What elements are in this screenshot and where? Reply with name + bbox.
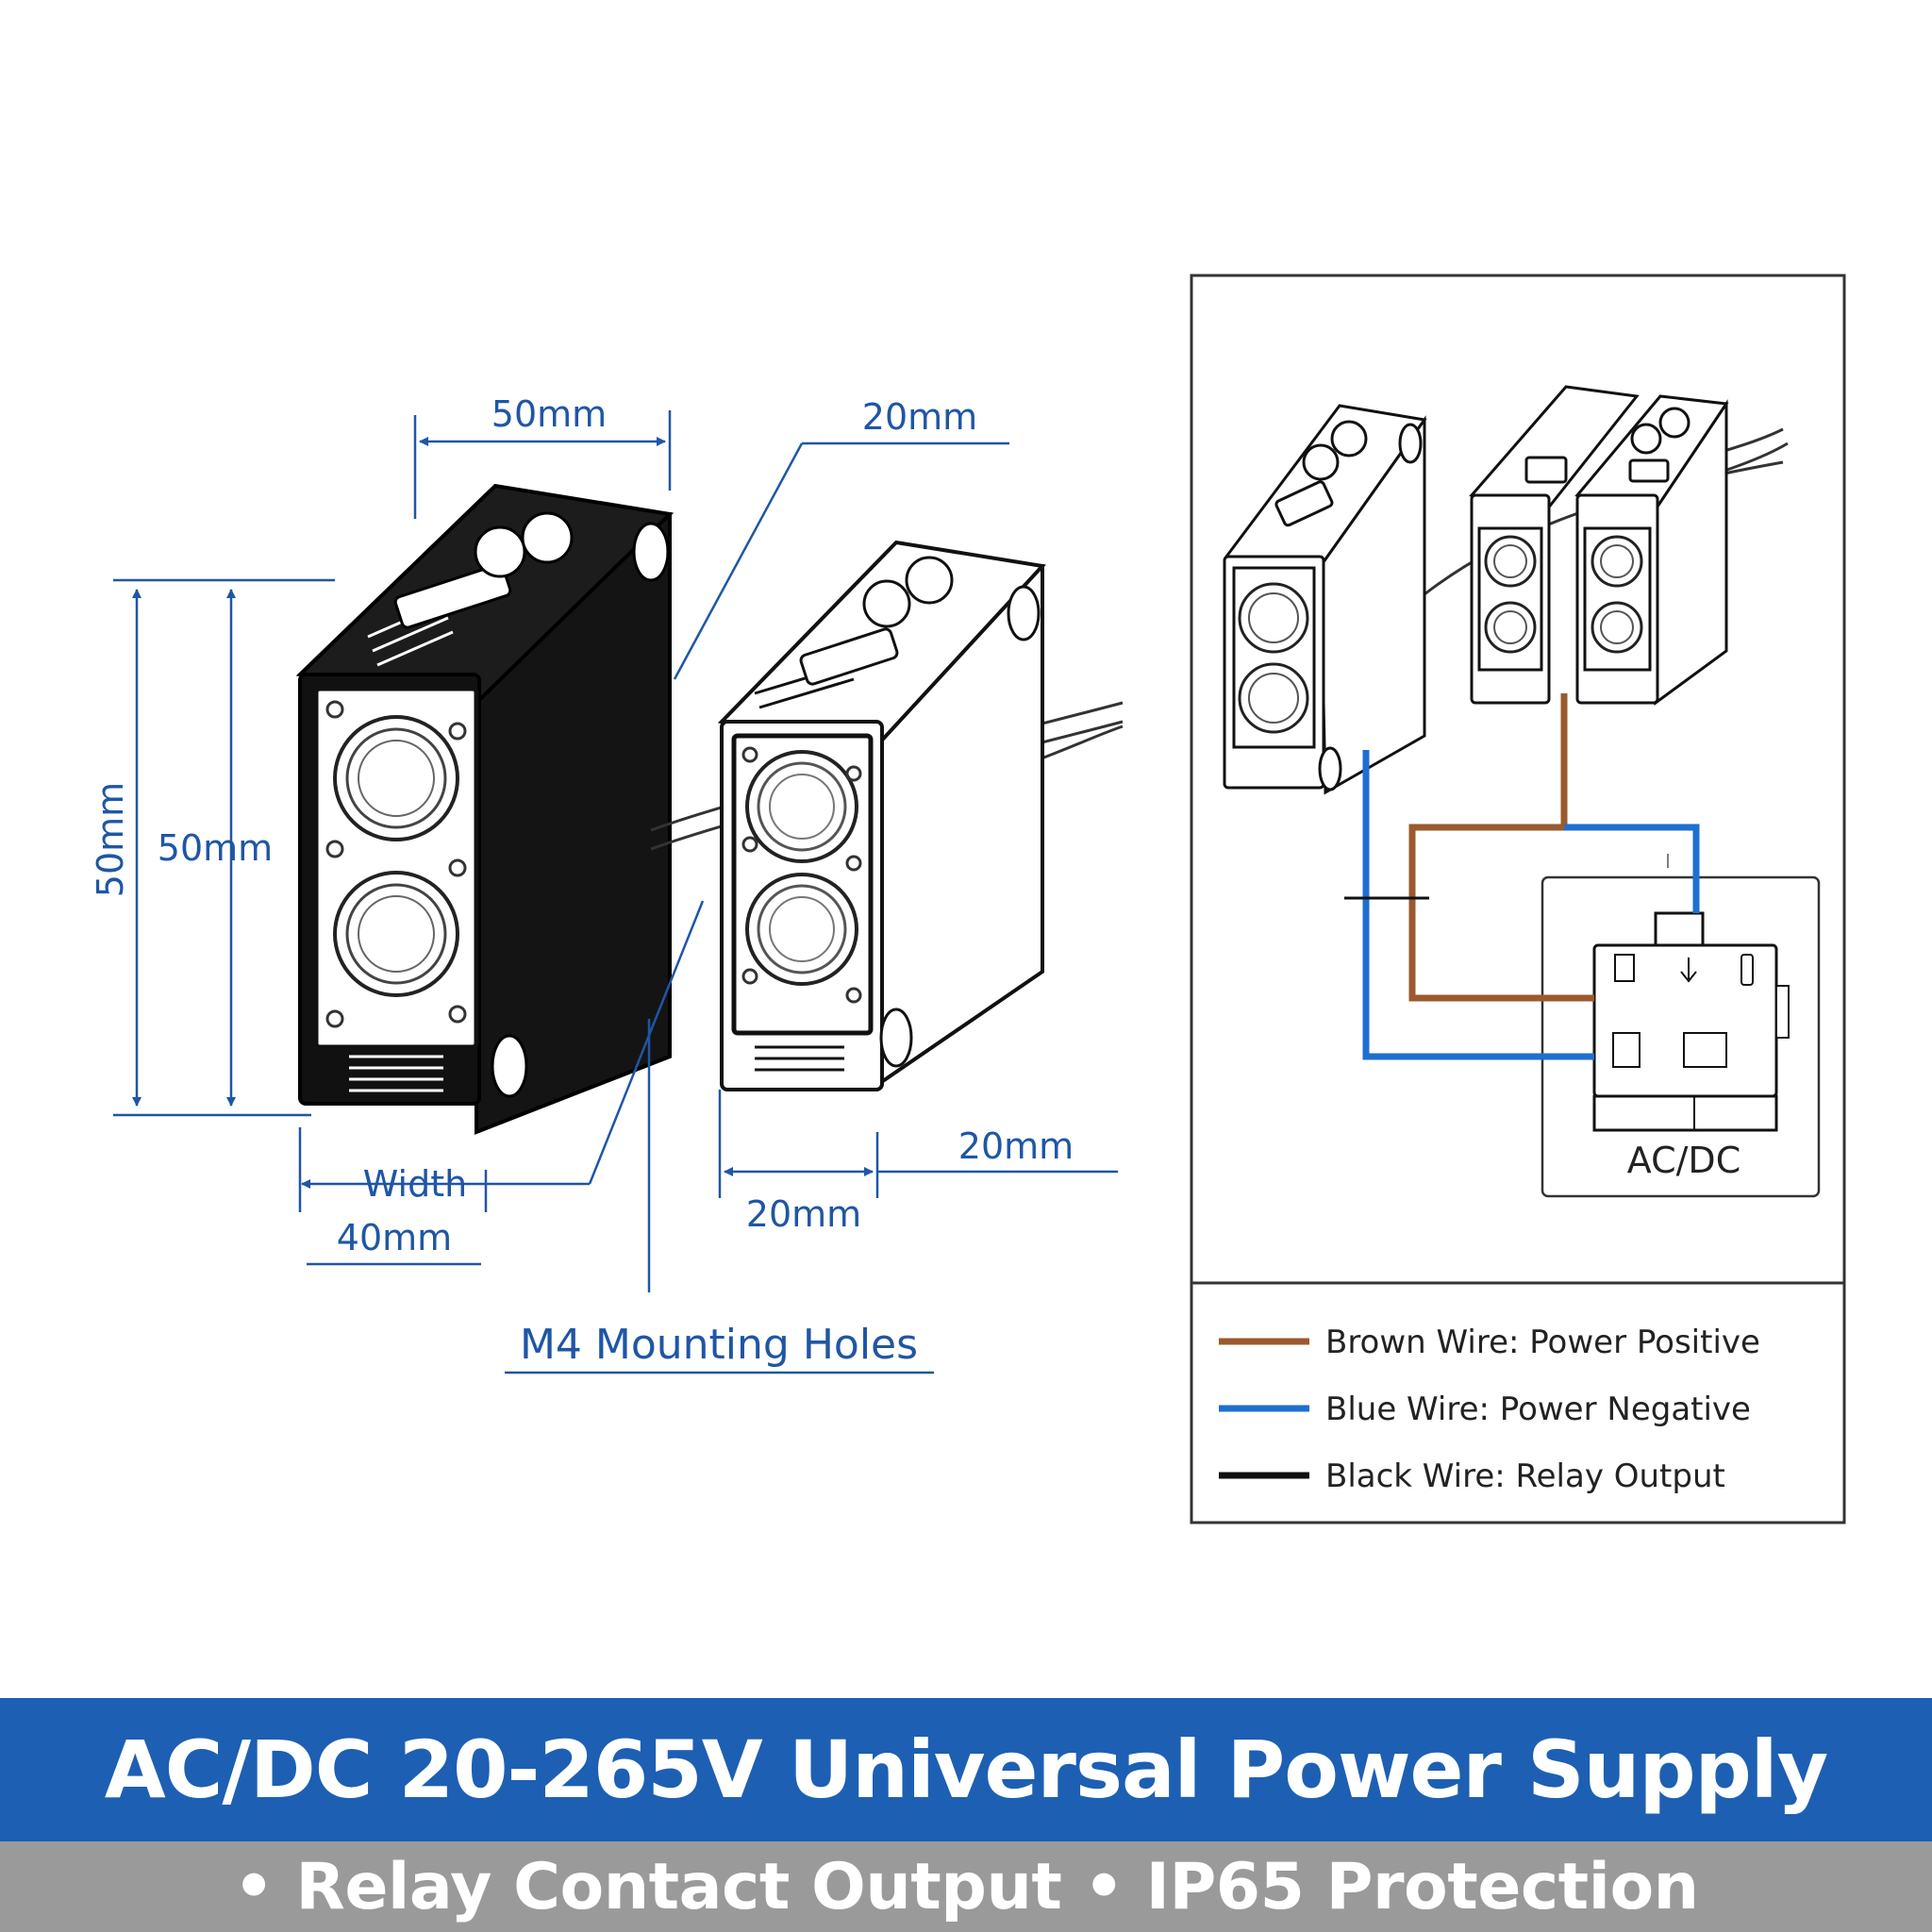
white-sensor: [650, 540, 1124, 1091]
wiring-sensor-2: [1469, 385, 1640, 705]
dim-depth-right: 20mm: [958, 1125, 1074, 1167]
dim-width-word: Width: [363, 1163, 467, 1205]
power-box-label: AC/DC: [1627, 1140, 1740, 1181]
legend-label: Blue Wire: Power Negative: [1325, 1391, 1751, 1428]
dim-depth-top: 20mm: [862, 396, 977, 438]
power-module: [1592, 854, 1790, 1132]
legend-label: Brown Wire: Power Positive: [1325, 1324, 1760, 1361]
wiring-sensor-3: [1574, 394, 1729, 706]
black-sensor: [295, 483, 675, 1135]
dimension-labels: 50mm 20mm 50mm 50mm Width 40mm 20mm 20mm…: [90, 393, 1074, 1369]
legend-label: Black Wire: Relay Output: [1325, 1457, 1725, 1495]
blue-wire-left: [1362, 750, 1594, 1060]
banner-title-bar: AC/DC 20-265V Universal Power Supply: [0, 1698, 1932, 1841]
legend-row: Black Wire: Relay Output: [1219, 1457, 1725, 1495]
dim-top-width: 50mm: [491, 393, 607, 435]
blue-wire-right: [1564, 824, 1700, 913]
dim-thickness-bottom: 20mm: [746, 1193, 861, 1235]
brown-wire: [1408, 693, 1594, 1002]
dim-height-outer: 50mm: [90, 782, 131, 897]
legend-row: Blue Wire: Power Negative: [1219, 1391, 1751, 1428]
legend-row: Brown Wire: Power Positive: [1219, 1324, 1760, 1361]
banner-subtitle-bar: • Relay Contact Output • IP65 Protection: [0, 1841, 1932, 1932]
dim-height-inner: 50mm: [158, 827, 273, 869]
dim-bottom-width: 40mm: [337, 1217, 452, 1258]
wiring-paths: [1344, 693, 1700, 1060]
banner-title: AC/DC 20-265V Universal Power Supply: [104, 1724, 1829, 1816]
dimension-lines: [113, 410, 1118, 1374]
mounting-holes-label: M4 Mounting Holes: [520, 1321, 918, 1369]
banner-subtitle: • Relay Contact Output • IP65 Protection: [233, 1849, 1699, 1924]
wiring-sensor-1: [1223, 404, 1427, 795]
